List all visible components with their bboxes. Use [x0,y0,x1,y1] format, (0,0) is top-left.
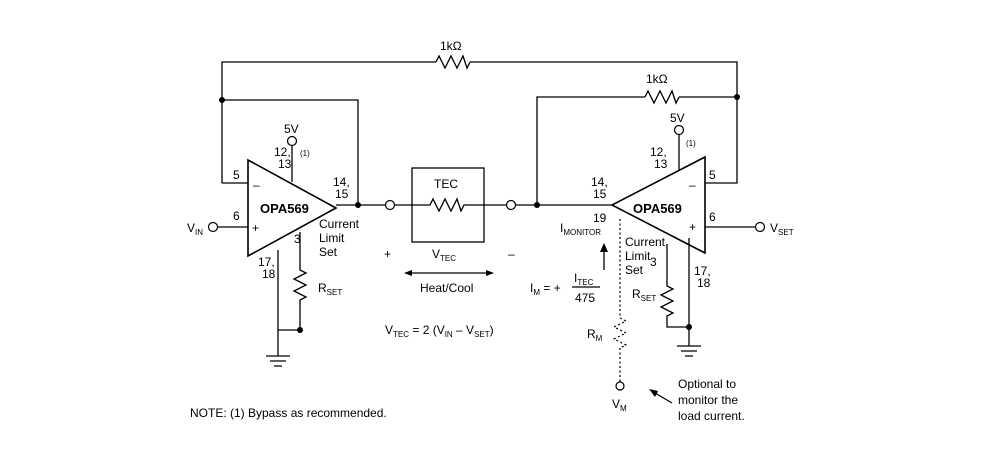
amp-right-pin-out-1: 14, [591,175,608,189]
optional-note-arrow [654,392,673,404]
amp-left-triangle [247,158,338,258]
optional-note-line-3: load current. [678,409,745,423]
amp-left-plus: + [252,221,259,235]
amp-left-pin-out-1: 14, [333,175,350,189]
vm-terminal [615,381,625,391]
amp-right-triangle [610,155,706,255]
amp-right-pin-gnd-1: 17, [694,264,711,278]
amp-left-name: OPA569 [260,201,309,216]
optional-note-line-2: monitor the [678,393,738,407]
resistor-1k-outer-label: 1kΩ [440,39,462,53]
junction-dot [355,202,361,208]
vtec-equation: VTEC = 2 (VIN – VSET) [385,323,494,339]
tec-label: TEC [434,177,458,191]
amp-right-current-limit-1: Current [625,235,666,249]
vin-label: VIN [187,221,203,237]
bypass-note: NOTE: (1) Bypass as recommended. [190,406,387,420]
amp-right-pin-supply-1: 12, [650,145,667,159]
vtec-minus: – [508,247,515,261]
amp-left-pin-gnd-1: 17, [258,255,275,269]
supply-left-note: (1) [300,149,310,158]
amp-left-pin-noninv: 6 [233,209,240,223]
supply-left-label: 5V [284,122,299,136]
tec-box [411,167,485,243]
optional-note-line-1: Optional to [678,377,736,391]
amp-right-name: OPA569 [633,201,682,216]
amp-right-plus: + [689,220,696,234]
right-feedback-wire-left [536,96,645,205]
junction-dot [734,94,740,100]
vin-terminal [207,221,219,233]
rm-label: RM [587,327,603,343]
left-feedback-wire [222,99,359,205]
amp-left-current-limit-2: Limit [319,231,345,245]
junction-dot [686,324,692,330]
amp-right-pin-supply-2: 13 [654,157,668,171]
amp-left-pin-supply-2: 13 [278,157,292,171]
amp-right-pin-gnd-2: 18 [697,276,711,290]
amp-right-pin-noninv: 6 [709,210,716,224]
vset-terminal [754,221,766,233]
resistor-1k-inner-label: 1kΩ [646,72,668,86]
supply-terminal-right [673,124,685,136]
ground-icon-left [266,355,290,367]
imonitor-label: IMONITOR [560,221,601,237]
vm-label: VM [612,397,627,413]
imonitor-arrow-head [600,243,608,252]
tec-terminal-left [384,199,396,211]
amp-right-current-limit-2: Limit [625,249,651,263]
supply-terminal-left [286,135,298,147]
arrow-head-right [486,270,494,276]
rset-right-label: RSET [632,287,656,303]
amp-right-current-limit-3: Set [625,263,644,277]
left-rset-resistor [292,262,308,330]
vset-label: VSET [770,221,794,237]
amp-left-pin-supply-1: 12, [274,145,291,159]
amp-right-pin-out-2: 15 [593,187,607,201]
heat-cool-label: Heat/Cool [420,281,473,295]
amp-right-minus: – [689,178,696,192]
amp-right-pin-inv: 5 [709,168,716,182]
amp-left-current-limit-1: Current [319,217,360,231]
junction-dot [534,202,540,208]
amp-left-pin-out-2: 15 [335,187,349,201]
amp-left-pin-ilim: 3 [294,232,301,246]
ground-icon-right [677,345,701,357]
tec-resistor [420,197,478,213]
outer-feedback-wire-left [221,61,436,183]
optional-note-arrow-head [649,389,658,397]
im-equation-lhs: IM = + [530,281,561,297]
amp-left-current-limit-3: Set [319,245,338,259]
right-rset-resistor [659,280,689,328]
vtec-label: VTEC [432,247,456,263]
vtec-plus: + [384,247,391,261]
amp-left-minus: – [253,178,260,192]
left-gnd-wire [277,250,300,356]
rset-left-label: RSET [318,281,342,297]
im-equation-denominator: 475 [575,291,595,305]
rm-resistor [612,317,628,349]
amp-right-pin-ilim: 3 [650,255,657,269]
outer-feedback-wire-right [470,61,738,97]
right-feedback-wire-right [679,96,738,184]
supply-right-note: (1) [686,139,696,148]
arrow-head-left [404,270,412,276]
amp-left-pin-inv: 5 [233,168,240,182]
junction-dot [297,327,303,333]
resistor-1k-outer [435,54,471,70]
amp-right-pin-monitor: 19 [593,211,607,225]
supply-right-label: 5V [670,111,685,125]
amp-left-pin-gnd-2: 18 [262,267,276,281]
im-equation-numerator: ITEC [574,271,594,287]
junction-dot [219,97,225,103]
tec-terminal-right [505,199,517,211]
resistor-1k-inner [644,89,680,105]
